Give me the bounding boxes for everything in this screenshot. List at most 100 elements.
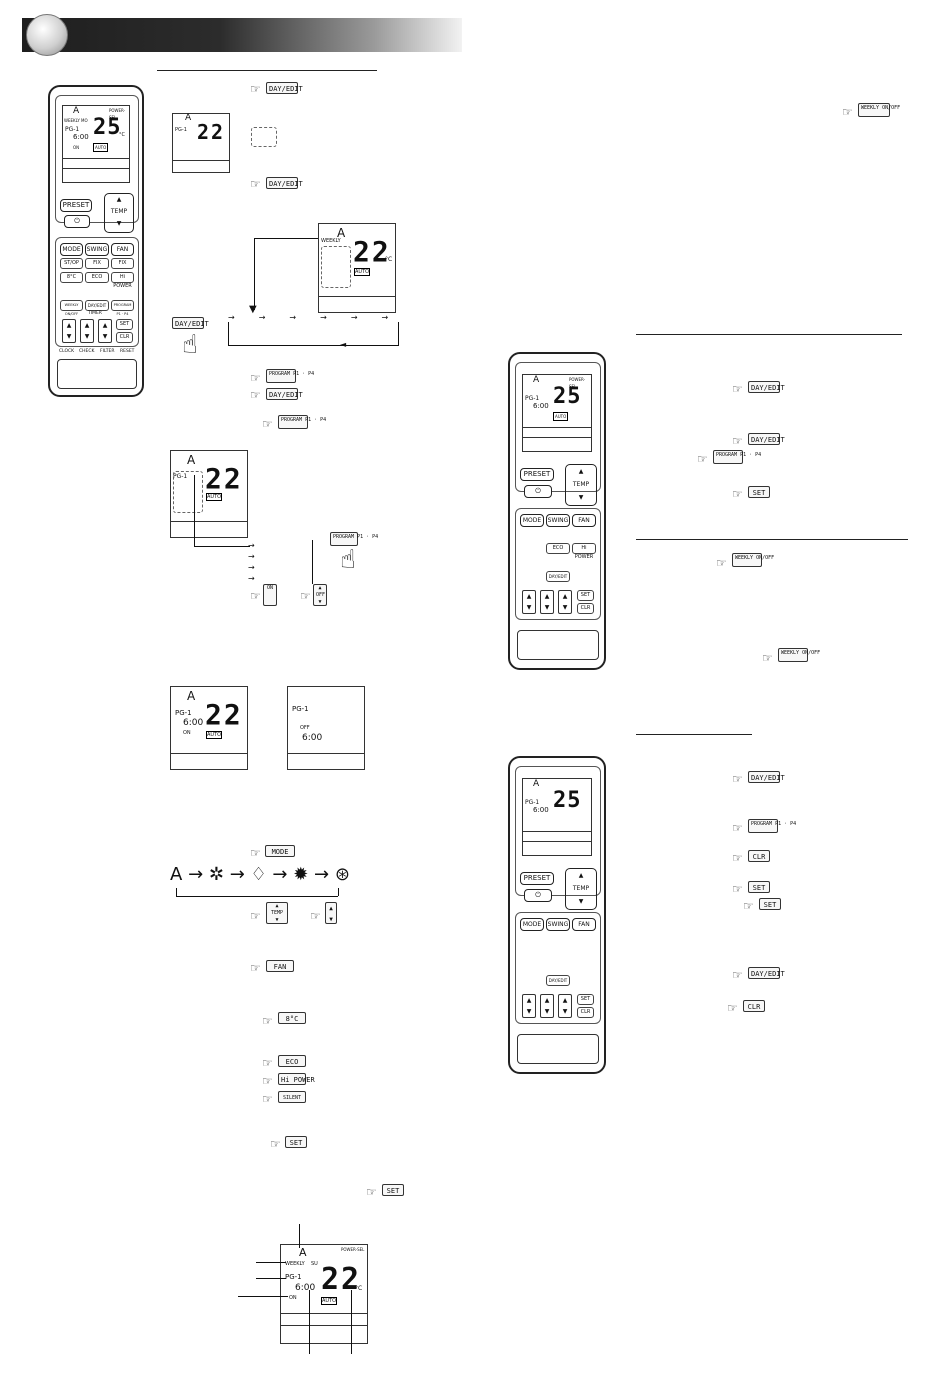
power-button[interactable]: ⏻ bbox=[524, 889, 552, 902]
mode-button[interactable]: MODE bbox=[60, 243, 83, 256]
set-button-ref[interactable]: SET bbox=[748, 486, 770, 498]
mode-button[interactable]: MODE bbox=[520, 918, 544, 931]
lcd-time: 6:00 bbox=[183, 718, 204, 728]
fix-vertical-button[interactable]: FIX bbox=[85, 258, 109, 269]
hipower-button-ref[interactable]: Hi POWER bbox=[278, 1073, 315, 1085]
stop-button[interactable]: ST/OP bbox=[60, 258, 83, 269]
off-button-ref[interactable]: ▲OFF▼ bbox=[313, 584, 327, 606]
day-edit-button[interactable]: DAY/EDIT bbox=[546, 975, 570, 986]
eco-button[interactable]: ECO bbox=[546, 543, 570, 554]
program-button-ref[interactable]: PROGRAM P1 · P4 bbox=[278, 415, 326, 429]
swing-button[interactable]: SWING bbox=[85, 243, 109, 256]
fan-button[interactable]: FAN bbox=[111, 243, 134, 256]
clr-button-ref[interactable]: CLR bbox=[748, 850, 770, 862]
set-button[interactable]: SET bbox=[577, 590, 594, 601]
set-button-ref[interactable]: SET bbox=[748, 881, 770, 893]
set-button-ref[interactable]: SET bbox=[285, 1136, 307, 1148]
program-button-press[interactable]: PROGRAM P1 · P4 bbox=[330, 532, 378, 546]
day-edit-button-press[interactable]: DAY/EDIT bbox=[172, 317, 209, 329]
on-arrow-button[interactable]: ▲▼ bbox=[62, 319, 76, 343]
weekly-onoff-button-ref[interactable]: WEEKLY ON/OFF bbox=[732, 553, 774, 567]
day-edit-button[interactable]: DAY/EDIT bbox=[85, 300, 109, 311]
set-button-ref[interactable]: SET bbox=[759, 898, 781, 910]
callout-line bbox=[256, 1278, 286, 1279]
hand-pointer-icon: ☞ bbox=[250, 909, 261, 923]
day-edit-button-ref[interactable]: DAY/EDIT bbox=[266, 388, 303, 400]
program-button-ref[interactable]: PROGRAM P1 · P4 bbox=[266, 369, 314, 383]
program-button[interactable]: PROGRAM P1 · P4 bbox=[111, 300, 134, 316]
swing-button[interactable]: SWING bbox=[546, 918, 570, 931]
power-button[interactable]: ⏻ bbox=[64, 215, 90, 228]
remote-lcd-powersel: POWER-SEL bbox=[109, 108, 126, 120]
eco-button[interactable]: ECO bbox=[85, 272, 109, 283]
eco-button-ref[interactable]: ECO bbox=[278, 1055, 306, 1067]
hand-pointer-icon: ☞ bbox=[262, 1014, 273, 1028]
on-arrow-button[interactable]: ▲▼ bbox=[522, 590, 536, 614]
hand-pointer-icon: ☞ bbox=[250, 177, 261, 191]
swing-button[interactable]: SWING bbox=[546, 514, 570, 527]
lcd-time: 6:00 bbox=[295, 1283, 316, 1293]
day-edit-button-ref[interactable]: DAY/EDIT bbox=[748, 381, 785, 393]
lcd-weekly: WEEKLY bbox=[321, 238, 341, 244]
day-edit-button-ref[interactable]: DAY/EDIT bbox=[748, 771, 785, 783]
day-edit-button-ref[interactable]: DAY/EDIT bbox=[266, 177, 303, 189]
temp-rocker[interactable]: ▲TEMP▼ bbox=[565, 868, 597, 910]
fan-button[interactable]: FAN bbox=[572, 918, 596, 931]
clr-button[interactable]: CLR bbox=[577, 603, 594, 614]
remote-lcd-weekly: WEEKLY bbox=[64, 118, 80, 123]
set-button[interactable]: SET bbox=[577, 994, 594, 1005]
set-button[interactable]: SET bbox=[116, 319, 133, 330]
on-button-ref[interactable]: ON bbox=[263, 584, 277, 606]
callout-line bbox=[351, 1290, 352, 1354]
eight-degree-button-ref[interactable]: 8°C bbox=[278, 1012, 306, 1024]
eight-degree-button[interactable]: 8°C bbox=[60, 272, 83, 283]
temp-rocker[interactable]: ▲TEMP▼ bbox=[104, 193, 134, 233]
preset-button[interactable]: PRESET bbox=[60, 199, 92, 212]
fix-horizontal-button[interactable]: FIX bbox=[111, 258, 134, 269]
blink-indicator-box bbox=[251, 127, 277, 147]
off-arrow-button[interactable]: ▲▼ bbox=[80, 319, 94, 343]
weekly-onoff-button-ref[interactable]: WEEKLY ON/OFF bbox=[858, 103, 900, 117]
temp-arrow-button-ref[interactable]: ▲▼ bbox=[325, 902, 337, 924]
hipower-button[interactable]: Hi POWER bbox=[111, 272, 134, 289]
preset-button[interactable]: PRESET bbox=[520, 872, 554, 885]
timer-label: TIMER bbox=[88, 311, 102, 316]
day-edit-button-ref[interactable]: DAY/EDIT bbox=[266, 82, 303, 94]
remote-lcd-auto: AUTO bbox=[553, 412, 569, 421]
program-button-ref[interactable]: PROGRAM P1 · P4 bbox=[748, 819, 796, 833]
temp-button-ref[interactable]: ▲TEMP▼ bbox=[266, 902, 288, 924]
hipower-button[interactable]: Hi POWER bbox=[572, 543, 596, 560]
program-button-ref[interactable]: PROGRAM P1 · P4 bbox=[713, 450, 761, 464]
mode-button[interactable]: MODE bbox=[520, 514, 544, 527]
on-arrow-button[interactable]: ▲▼ bbox=[522, 994, 536, 1018]
day-edit-button-ref[interactable]: DAY/EDIT bbox=[748, 967, 785, 979]
day-cycle-return bbox=[398, 322, 399, 346]
temp-rocker[interactable]: ▲TEMP▼ bbox=[565, 464, 597, 506]
day-edit-button-ref[interactable]: DAY/EDIT bbox=[748, 433, 785, 445]
clr-button[interactable]: CLR bbox=[116, 332, 133, 343]
clock-arrow-button[interactable]: ▲▼ bbox=[98, 319, 112, 343]
lcd-divider bbox=[173, 160, 229, 161]
clock-arrow-button[interactable]: ▲▼ bbox=[558, 590, 572, 614]
hand-pointer-icon: ☞ bbox=[732, 772, 743, 786]
check-label: CHECK bbox=[79, 349, 95, 354]
fan-button-ref[interactable]: FAN bbox=[266, 960, 294, 972]
clr-button[interactable]: CLR bbox=[577, 1007, 594, 1018]
off-arrow-button[interactable]: ▲▼ bbox=[540, 994, 554, 1018]
remote-middle-panel bbox=[55, 237, 139, 347]
power-button[interactable]: ⏻ bbox=[524, 485, 552, 498]
day-edit-button[interactable]: DAY/EDIT bbox=[546, 571, 570, 582]
preset-button[interactable]: PRESET bbox=[520, 468, 554, 481]
lcd-on: ON bbox=[183, 730, 191, 736]
clock-arrow-button[interactable]: ▲▼ bbox=[558, 994, 572, 1018]
silent-button-ref[interactable]: SILENT bbox=[278, 1091, 306, 1103]
section-header-circle bbox=[26, 14, 68, 56]
weekly-onoff-button[interactable]: WEEKLY ON/OFF bbox=[60, 300, 83, 316]
mode-button-ref[interactable]: MODE bbox=[265, 845, 295, 857]
clr-button-ref[interactable]: CLR bbox=[743, 1000, 765, 1012]
fan-button[interactable]: FAN bbox=[572, 514, 596, 527]
set-button-ref[interactable]: SET bbox=[382, 1184, 404, 1196]
lcd-display-detailed: A POWER-SEL WEEKLY SU PG-1 6:00 ON 22 °C… bbox=[280, 1244, 368, 1344]
weekly-onoff-button-ref[interactable]: WEEKLY ON/OFF bbox=[778, 648, 820, 662]
off-arrow-button[interactable]: ▲▼ bbox=[540, 590, 554, 614]
